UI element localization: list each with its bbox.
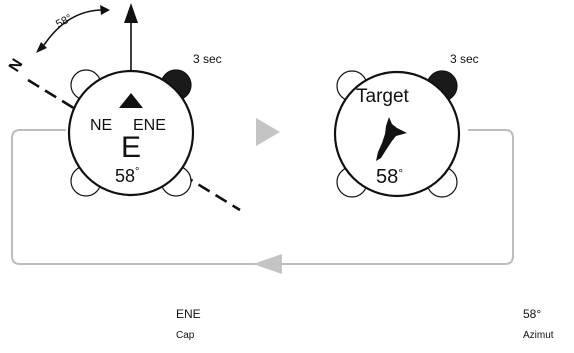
right-watch <box>333 70 461 198</box>
right-bearing-value: 58° <box>376 166 403 189</box>
heading-pointer-icon <box>119 93 143 108</box>
target-direction-arrow-icon <box>376 117 407 161</box>
main-heading-label: E <box>121 131 142 164</box>
cardinal-left-label: NE <box>90 117 113 134</box>
cap-label: Cap <box>176 330 195 341</box>
right-timer-label: 3 sec <box>450 52 479 66</box>
cardinal-right-label: ENE <box>133 117 166 134</box>
arc-arrowhead-left-icon <box>36 42 47 53</box>
left-watch <box>27 3 241 212</box>
left-timer-label: 3 sec <box>193 52 222 66</box>
watch-face <box>67 69 195 197</box>
arc-arrowhead-right-icon <box>100 5 110 15</box>
cap-value: ENE <box>176 307 201 321</box>
right-bearing-number: 58 <box>376 166 399 188</box>
azimut-label: Azimut <box>523 330 554 341</box>
left-bearing-number: 58 <box>115 166 136 186</box>
azimut-value: 58° <box>523 307 542 321</box>
target-title: Target <box>356 86 409 107</box>
next-screen-arrow-icon <box>256 118 280 146</box>
return-arrow-icon <box>253 254 282 274</box>
degree-symbol: ° <box>398 166 404 180</box>
angle-arc <box>43 9 104 46</box>
north-arrow-icon <box>124 3 138 23</box>
degree-symbol: ° <box>135 166 140 178</box>
left-bearing-value: 58° <box>115 166 139 187</box>
